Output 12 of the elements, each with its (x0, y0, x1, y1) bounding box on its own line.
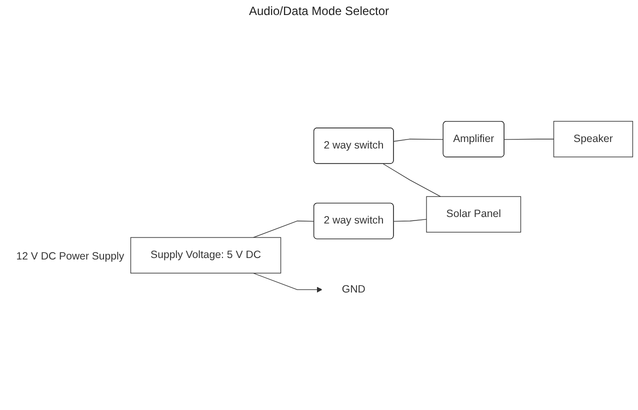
node-text: GND (342, 283, 366, 295)
group-heading: Audio/Data Mode Selector (248, 4, 390, 18)
node-box: Solar Panel (426, 196, 522, 232)
connector (393, 138, 444, 142)
node-caption: 12 V DC Power Supply (16, 250, 124, 262)
connector (393, 218, 427, 222)
node-box: Supply Voltage: 5 V DC (130, 236, 282, 274)
connector (252, 220, 314, 238)
node-box: Speaker (553, 120, 634, 157)
connector (382, 163, 441, 196)
arrow (252, 272, 322, 292)
connector (504, 138, 554, 140)
